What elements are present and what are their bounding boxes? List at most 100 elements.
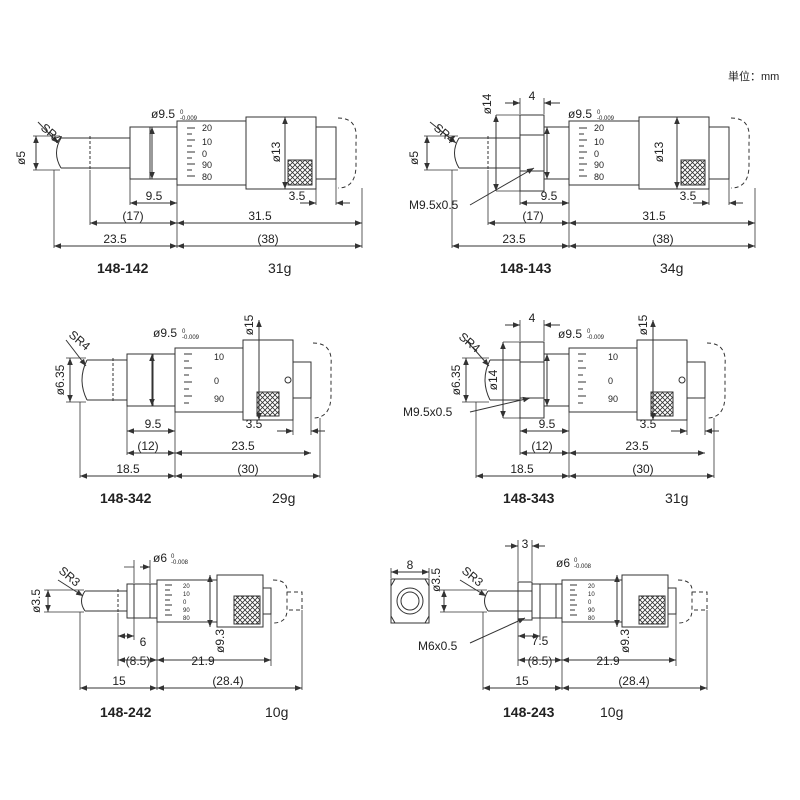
svg-text:90: 90 — [588, 608, 595, 614]
svg-text:21.9: 21.9 — [596, 654, 620, 668]
svg-text:15: 15 — [515, 674, 529, 688]
svg-text:29g: 29g — [272, 490, 295, 506]
svg-text:(28.4): (28.4) — [212, 674, 243, 688]
svg-text:ø6: ø6 — [153, 551, 167, 565]
dia-nut-label: ø14 — [480, 93, 494, 114]
svg-text:9.5: 9.5 — [145, 417, 162, 431]
svg-text:SR4: SR4 — [456, 330, 483, 356]
svg-text:148-242: 148-242 — [100, 704, 152, 720]
svg-text:3.5: 3.5 — [289, 189, 306, 203]
svg-text:SR4: SR4 — [66, 328, 93, 354]
svg-text:10g: 10g — [600, 704, 623, 720]
svg-text:20: 20 — [183, 584, 190, 590]
svg-text:10: 10 — [202, 137, 212, 147]
svg-text:M6x0.5: M6x0.5 — [418, 639, 458, 653]
drawing-148-342 — [65, 320, 332, 479]
drawing-148-242 — [44, 560, 303, 691]
svg-text:ø9.5: ø9.5 — [558, 327, 582, 341]
svg-text:3: 3 — [522, 537, 529, 551]
svg-text:80: 80 — [202, 172, 212, 182]
svg-text:21.9: 21.9 — [191, 654, 215, 668]
svg-text:ø6.35: ø6.35 — [449, 364, 463, 395]
dia-spindle-label: ø5 — [14, 151, 28, 165]
spindle — [61, 137, 130, 169]
svg-text:9.5: 9.5 — [541, 189, 558, 203]
svg-text:0: 0 — [180, 110, 184, 116]
svg-text:ø15: ø15 — [636, 314, 650, 335]
svg-text:18.5: 18.5 — [510, 462, 534, 476]
svg-text:ø9.5: ø9.5 — [568, 107, 592, 121]
svg-text:-0.009: -0.009 — [182, 335, 200, 341]
svg-text:0: 0 — [202, 149, 207, 159]
drawing-148-243 — [390, 540, 708, 691]
thread-label: M9.5x0.5 — [409, 198, 459, 212]
svg-text:31.5: 31.5 — [248, 209, 272, 223]
svg-text:0: 0 — [183, 600, 187, 606]
svg-text:148-342: 148-342 — [100, 490, 152, 506]
svg-text:3.5: 3.5 — [246, 417, 263, 431]
svg-text:SR3: SR3 — [459, 564, 486, 590]
knurl — [287, 159, 313, 186]
drawing-148-343 — [462, 320, 726, 479]
svg-text:0: 0 — [594, 149, 599, 159]
dia-sleeve-label: ø9.5 — [151, 107, 175, 121]
svg-text:(12): (12) — [531, 439, 552, 453]
svg-text:90: 90 — [202, 160, 212, 170]
svg-text:ø6: ø6 — [556, 556, 570, 570]
svg-text:(17): (17) — [122, 209, 143, 223]
svg-text:3.5: 3.5 — [680, 189, 697, 203]
svg-text:(38): (38) — [652, 232, 673, 246]
svg-text:80: 80 — [588, 616, 595, 622]
hex-nut-end-view — [390, 568, 430, 624]
svg-text:ø9.3: ø9.3 — [213, 629, 227, 653]
unit-label: 単位：mm — [728, 69, 779, 83]
svg-text:(8.5): (8.5) — [528, 654, 553, 668]
svg-text:20: 20 — [588, 584, 595, 590]
svg-text:90: 90 — [183, 608, 190, 614]
svg-text:23.5: 23.5 — [103, 232, 127, 246]
svg-text:-0.009: -0.009 — [180, 116, 198, 122]
svg-text:148-143: 148-143 — [500, 260, 552, 276]
svg-text:20: 20 — [202, 123, 212, 133]
labels-148-243: 20 10 0 90 80 8 ø3.5 SR3 3 ø6 0 -0.008 ø… — [407, 537, 650, 720]
svg-text:-0.009: -0.009 — [587, 335, 605, 341]
svg-text:10: 10 — [183, 592, 190, 598]
svg-text:-0.009: -0.009 — [597, 116, 615, 122]
svg-text:10: 10 — [608, 352, 618, 362]
svg-text:ø14: ø14 — [486, 369, 500, 390]
svg-text:23.5: 23.5 — [502, 232, 526, 246]
svg-text:9.5: 9.5 — [539, 417, 556, 431]
hex-width-label: 8 — [407, 558, 414, 572]
svg-text:0: 0 — [171, 554, 175, 560]
svg-text:90: 90 — [608, 394, 618, 404]
svg-text:34g: 34g — [660, 260, 683, 276]
svg-text:9.5: 9.5 — [146, 189, 163, 203]
svg-text:7.5: 7.5 — [532, 634, 549, 648]
model-number: 148-142 — [97, 260, 149, 276]
svg-text:0: 0 — [214, 376, 219, 386]
svg-text:ø15: ø15 — [242, 314, 256, 335]
drawing-148-142 — [33, 116, 363, 249]
drawing-148-143 — [424, 98, 756, 249]
svg-text:-0.008: -0.008 — [171, 560, 189, 566]
svg-text:-0.008: -0.008 — [574, 564, 592, 570]
svg-text:(30): (30) — [237, 462, 258, 476]
svg-text:90: 90 — [594, 160, 604, 170]
dia-thimble-label: ø13 — [269, 141, 283, 162]
svg-text:20: 20 — [594, 123, 604, 133]
svg-text:(30): (30) — [632, 462, 653, 476]
svg-text:(28.4): (28.4) — [618, 674, 649, 688]
svg-text:90: 90 — [214, 394, 224, 404]
svg-text:ø3.5: ø3.5 — [429, 568, 443, 592]
scale-ticks — [187, 127, 195, 177]
svg-text:0: 0 — [588, 600, 592, 606]
svg-text:10: 10 — [588, 592, 595, 598]
labels-148-343: 10 0 90 ø6.35 SR4 ø14 4 ø9.5 0 -0.009 ø1… — [403, 311, 688, 506]
svg-text:10: 10 — [594, 137, 604, 147]
svg-text:(38): (38) — [257, 232, 278, 246]
svg-text:148-243: 148-243 — [503, 704, 555, 720]
svg-text:ø9.3: ø9.3 — [618, 629, 632, 653]
svg-text:148-343: 148-343 — [503, 490, 555, 506]
sr-label: SR4 — [38, 121, 65, 147]
